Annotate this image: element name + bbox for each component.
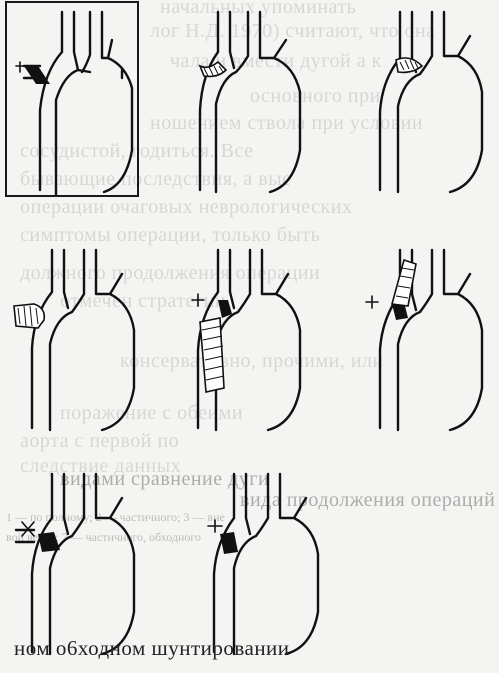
diagram-panel-3 xyxy=(352,0,499,205)
aortic-arch-drawing xyxy=(178,0,328,205)
ligated-segment xyxy=(220,532,238,554)
diagram-panel-5 xyxy=(178,238,328,443)
long-graft xyxy=(200,318,224,392)
diagram-panel-2 xyxy=(178,0,328,205)
diagram-panel-4 xyxy=(4,238,154,443)
aortic-arch-drawing xyxy=(4,0,154,205)
panel-frame xyxy=(6,2,138,196)
aortic-arch-drawing xyxy=(352,238,499,443)
ligated-segment xyxy=(38,532,60,552)
aortic-arch-drawing xyxy=(352,0,499,205)
aortic-arch-drawing xyxy=(4,238,154,443)
diagram-panel-1 xyxy=(4,0,154,205)
body-text-line: ном о6ходном шунтировании xyxy=(14,636,494,661)
diagram-panel-6 xyxy=(352,238,499,443)
ligated-segment xyxy=(24,66,50,84)
hatched-patch xyxy=(396,58,422,72)
aortic-arch-drawing xyxy=(178,238,328,443)
